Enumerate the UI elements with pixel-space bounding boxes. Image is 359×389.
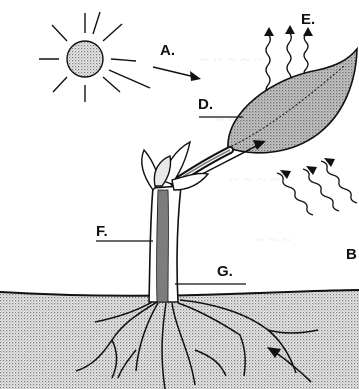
sunlight-arrow xyxy=(153,67,201,81)
svg-text:~ ~ ~ ~ ~: ~ ~ ~ ~ ~ xyxy=(200,50,263,69)
svg-text:~ ~ ~: ~ ~ ~ xyxy=(255,230,291,249)
svg-text:~ ~ ~ ~: ~ ~ ~ ~ xyxy=(230,170,280,189)
sun-icon xyxy=(39,12,150,102)
label-g: G. xyxy=(217,263,233,280)
label-a: A. xyxy=(160,42,175,59)
entering-gas-arrows xyxy=(277,158,357,215)
soil xyxy=(0,290,359,389)
label-d: D. xyxy=(198,96,213,113)
label-e: E. xyxy=(301,11,315,28)
label-f: F. xyxy=(96,223,108,240)
label-b: B xyxy=(346,246,357,263)
